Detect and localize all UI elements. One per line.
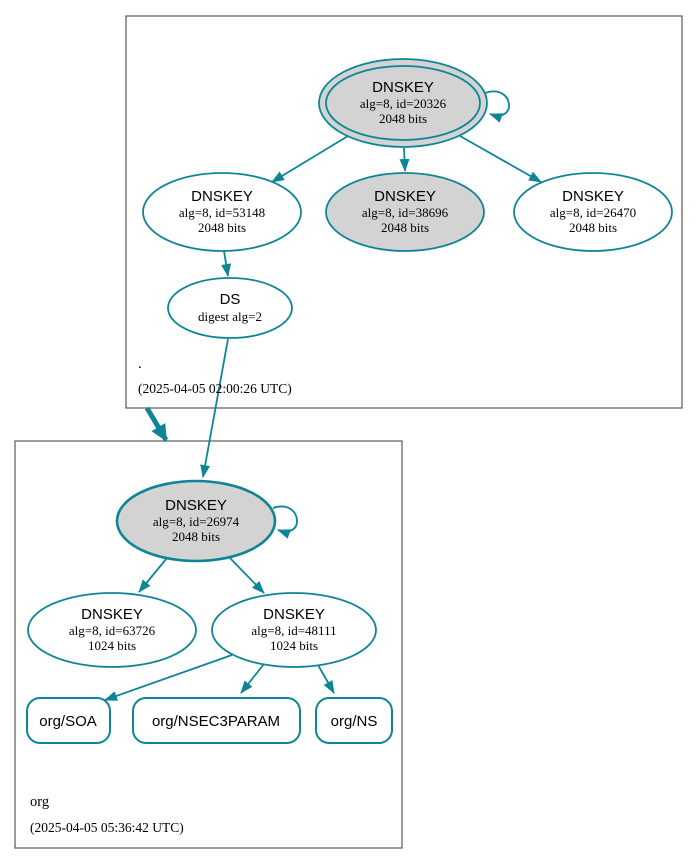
ds-org-title: DS [220, 291, 241, 308]
cluster-root-box [125, 15, 683, 409]
ds-org-digest: digest alg=2 [198, 309, 262, 324]
node-dnskey-26470: DNSKEY alg=8, id=26470 2048 bits [513, 172, 673, 252]
dnskey-26974-title: DNSKEY [165, 497, 227, 514]
dnskey-53148-bits: 2048 bits [198, 220, 246, 235]
rrset-org-soa-label: org/SOA [39, 713, 97, 730]
dnskey-38696-alg: alg=8, id=38696 [362, 205, 449, 220]
node-dnskey-20326: DNSKEY alg=8, id=20326 2048 bits [318, 58, 488, 148]
rrset-org-soa-box[interactable] [26, 697, 111, 744]
edge-ksk26974-to-zsk48111 [228, 556, 265, 594]
node-rrset-org-soa: org/SOA [26, 697, 111, 744]
dnskey-26974-alg: alg=8, id=26974 [153, 514, 240, 529]
edge-ksk20326-to-zsk53148 [271, 135, 349, 183]
dnskey-38696-bits: 2048 bits [381, 220, 429, 235]
dnskey-63726-title: DNSKEY [81, 606, 143, 623]
edge-ksk20326-to-zsk38696 [399, 147, 410, 172]
edge-root-zone-to-org-zone [144, 406, 169, 442]
dnskey-48111-bits: 1024 bits [270, 638, 318, 653]
node-dnskey-53148: DNSKEY alg=8, id=53148 2048 bits [142, 172, 302, 252]
edge-zsk53148-to-ds [221, 250, 232, 277]
node-dnskey-63726: DNSKEY alg=8, id=63726 1024 bits [27, 592, 197, 668]
cluster-org-timestamp: (2025-04-05 05:36:42 UTC) [30, 820, 184, 835]
ds-org-ellipse[interactable] [167, 277, 293, 339]
node-ds-org: DS digest alg=2 [167, 277, 293, 339]
dnskey-26974-bits: 2048 bits [172, 529, 220, 544]
dnskey-63726-bits: 1024 bits [88, 638, 136, 653]
dnskey-63726-ellipse[interactable] [27, 592, 197, 668]
edge-root-ksk-self-loop [484, 90, 510, 123]
rrset-org-ns-label: org/NS [331, 713, 378, 730]
edge-zsk48111-to-ns [317, 664, 335, 694]
dnskey-48111-ellipse[interactable] [211, 592, 377, 668]
edge-ksk26974-to-zsk63726 [138, 557, 168, 593]
dnskey-53148-ellipse[interactable] [142, 172, 302, 252]
dnskey-26974-ellipse[interactable] [115, 479, 277, 563]
dnskey-20326-title: DNSKEY [372, 79, 434, 96]
dnskey-26470-ellipse[interactable] [513, 172, 673, 252]
dnskey-20326-alg: alg=8, id=20326 [360, 96, 447, 111]
dnskey-20326-bits: 2048 bits [379, 111, 427, 126]
rrset-org-nsec3param-label: org/NSEC3PARAM [152, 713, 280, 730]
cluster-root-label: . [138, 356, 142, 372]
node-dnskey-48111: DNSKEY alg=8, id=48111 1024 bits [211, 592, 377, 668]
rrset-org-nsec3param-box[interactable] [132, 697, 301, 744]
edge-zsk48111-to-soa [104, 654, 233, 701]
dnskey-48111-alg: alg=8, id=48111 [251, 623, 336, 638]
node-rrset-org-ns: org/NS [315, 697, 393, 744]
dnskey-38696-title: DNSKEY [374, 188, 436, 205]
edge-zsk48111-to-nsec3param [240, 663, 265, 694]
node-dnskey-26974: DNSKEY alg=8, id=26974 2048 bits [115, 479, 277, 563]
edge-ksk20326-to-zsk26470 [459, 135, 542, 183]
edge-org-ksk-self-loop [272, 505, 298, 539]
node-rrset-org-nsec3param: org/NSEC3PARAM [132, 697, 301, 744]
dnskey-20326-ellipse-inner [325, 65, 481, 141]
cluster-org-label: org [30, 794, 49, 810]
dnskey-48111-title: DNSKEY [263, 606, 325, 623]
dnskey-26470-title: DNSKEY [562, 188, 624, 205]
dnskey-53148-title: DNSKEY [191, 188, 253, 205]
cluster-root-timestamp: (2025-04-05 02:00:26 UTC) [138, 381, 292, 396]
dnskey-26470-bits: 2048 bits [569, 220, 617, 235]
dnskey-38696-ellipse[interactable] [325, 172, 485, 252]
rrset-org-ns-box[interactable] [315, 697, 393, 744]
dnskey-53148-alg: alg=8, id=53148 [179, 205, 265, 220]
dnskey-20326-ellipse-outer[interactable] [318, 58, 488, 148]
edge-ds-to-org-ksk [200, 338, 229, 478]
cluster-org-box [14, 440, 403, 849]
dnskey-26470-alg: alg=8, id=26470 [550, 205, 636, 220]
node-dnskey-38696: DNSKEY alg=8, id=38696 2048 bits [325, 172, 485, 252]
dnskey-63726-alg: alg=8, id=63726 [69, 623, 156, 638]
